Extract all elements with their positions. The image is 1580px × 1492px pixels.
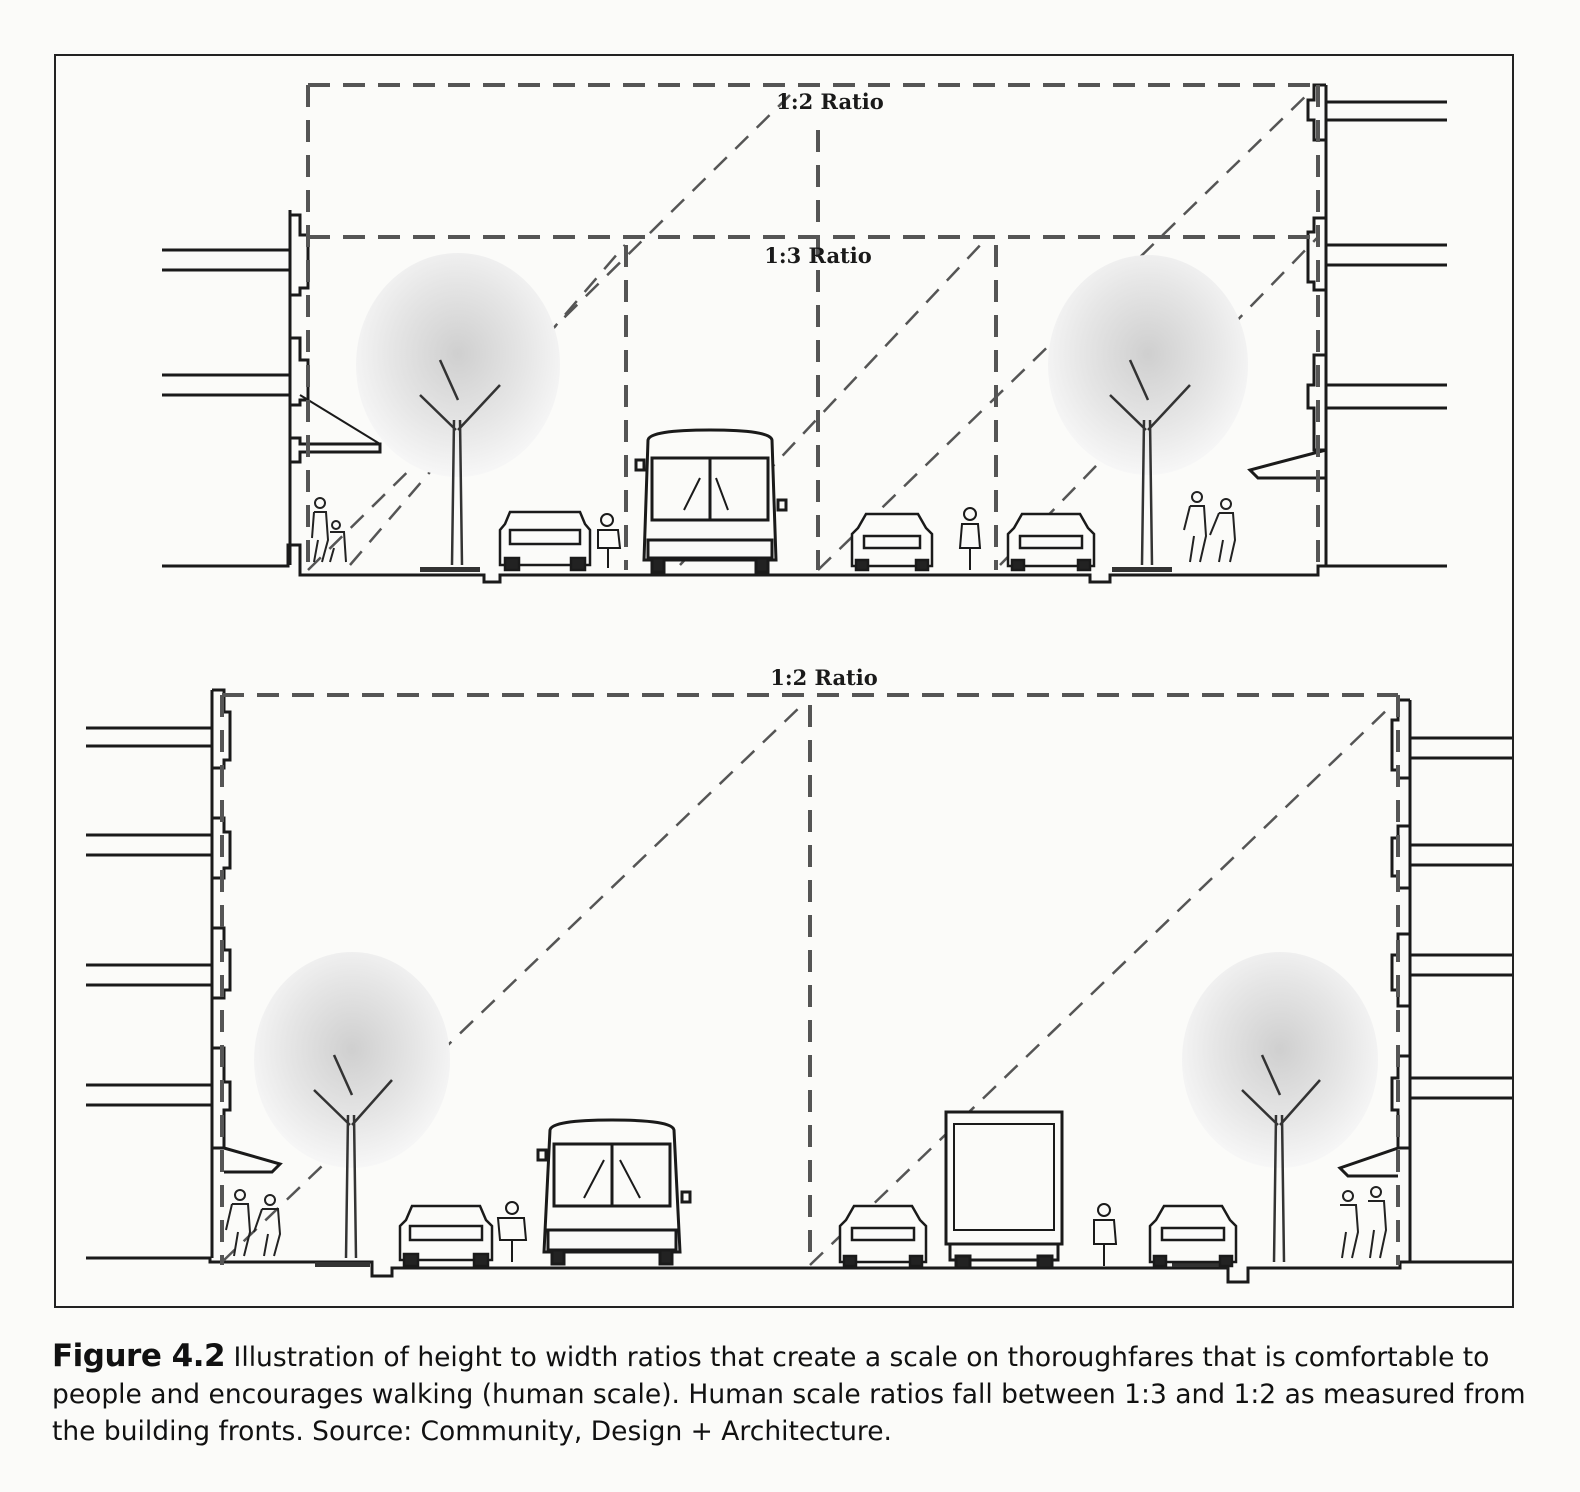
caption-text: Illustration of height to width ratios t… [52,1342,1526,1447]
bottom-ratio-guides [220,693,1400,1265]
cyclist-bottom-2 [1093,1203,1118,1266]
tree-top-left [356,253,560,566]
figure-caption: Figure 4.2 Illustration of height to wid… [52,1338,1532,1450]
tree-bottom-left [254,952,450,1259]
pedestrians-bottom-right [1340,1186,1388,1259]
figure-label: Figure 4.2 [52,1338,226,1374]
cyclist-bottom-1 [496,1201,528,1262]
top-ratio-guides [306,83,1320,570]
car-bottom-1 [398,1204,494,1268]
top-inner-ratio-label: 1:3 Ratio [764,243,872,268]
bottom-section: 1:2 Ratio [86,665,1512,1284]
street-section-diagram: 1:2 Ratio 1:3 Ratio [54,54,1514,1308]
tree-top-right [1048,255,1248,566]
right-building-top [1247,83,1447,565]
car-top-2 [850,512,934,572]
bus-top [634,428,788,574]
car-top-3 [1006,512,1096,572]
bottom-diagonals [221,704,1393,1266]
car-top-1 [498,510,592,572]
pedestrians-bottom-left [225,1189,282,1257]
pedestrians-top-left [311,497,347,563]
car-bottom-3 [1148,1204,1238,1268]
top-section: 1:2 Ratio 1:3 Ratio [162,83,1447,584]
truck-bottom [944,1110,1064,1270]
car-bottom-2 [838,1204,928,1268]
bus-bottom [536,1118,692,1266]
cyclist-top-2 [958,507,982,570]
pedestrians-top-right [1183,491,1237,563]
bottom-ratio-label: 1:2 Ratio [770,665,878,690]
cyclist-top-1 [597,513,622,568]
ground-line [162,543,1447,584]
figure-frame: 1:2 Ratio 1:3 Ratio [54,54,1514,1308]
top-outer-ratio-label: 1:2 Ratio [776,89,884,114]
tree-bottom-right [1182,952,1378,1263]
ground-line-bottom [86,1256,1512,1284]
